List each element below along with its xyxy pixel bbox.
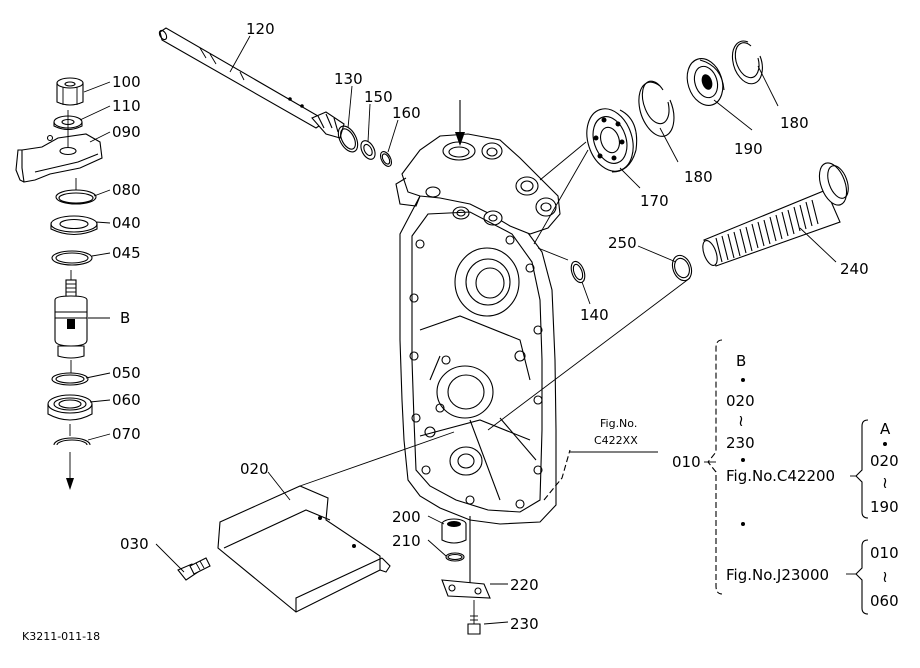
- part-040-ring-drawing: [50, 215, 98, 236]
- callout-240: 240: [840, 260, 869, 278]
- callout-b: B: [120, 309, 130, 327]
- callout-210: 210: [392, 532, 421, 550]
- drawing-code: K3211-011-18: [22, 630, 100, 643]
- part-020-cover-drawing: [217, 485, 391, 613]
- callout-160: 160: [392, 104, 421, 122]
- part-150-washer-drawing: [360, 140, 376, 160]
- dashed-leader-c422xx: [543, 449, 571, 501]
- callout-190: 190: [734, 140, 763, 158]
- fig-ref-line1: Fig.No.: [600, 417, 637, 430]
- callout-170: 170: [640, 192, 669, 210]
- callout-220: 220: [510, 576, 539, 594]
- callout-100: 100: [112, 73, 141, 91]
- callout-labels: 100 110 090 080 040 045 B 050 060 070 12…: [112, 20, 869, 633]
- legend-a-tilde: ≀: [882, 473, 888, 492]
- callout-040: 040: [112, 214, 141, 232]
- legend-j-from: 010: [870, 544, 899, 562]
- legend-fig1: Fig.No.C42200: [726, 467, 835, 485]
- legend-a-to: 190: [870, 498, 899, 516]
- callout-030: 030: [120, 535, 149, 553]
- legend-fig2: Fig.No.J23000: [726, 566, 829, 584]
- part-210-o-ring-drawing: [445, 552, 465, 562]
- legend-root-010: 010: [672, 453, 701, 471]
- fig-reference-c422xx: Fig.No. C422XX: [594, 417, 638, 447]
- callout-020: 020: [240, 460, 269, 478]
- callout-140: 140: [580, 306, 609, 324]
- legend-j-to: 060: [870, 592, 899, 610]
- callout-050: 050: [112, 364, 141, 382]
- fig-ref-line2: C422XX: [594, 434, 638, 447]
- part-190-seal-drawing: [686, 58, 725, 106]
- legend-j-tilde: ≀: [882, 567, 888, 586]
- transmission-housing-drawing: [395, 100, 561, 590]
- callout-120: 120: [246, 20, 275, 38]
- callout-060: 060: [112, 391, 141, 409]
- part-030-bolt-drawing: [177, 557, 211, 581]
- part-060-bearing-drawing: [47, 394, 93, 421]
- legend-b-tilde: ≀: [738, 411, 744, 430]
- part-130-snap-ring-drawing: [337, 125, 359, 153]
- part-080-snap-ring-drawing: [55, 178, 97, 205]
- part-200-plug-drawing: [441, 518, 467, 544]
- assembly-legend: 010 B 020 ≀ 230 Fig.No.C42200 A 020 ≀ 19…: [672, 352, 899, 610]
- part-b-valve-drawing: [54, 270, 88, 359]
- part-045-o-ring-drawing: [51, 250, 93, 266]
- callout-080: 080: [112, 181, 141, 199]
- legend-brackets: [570, 339, 887, 615]
- callout-180-upper: 180: [780, 114, 809, 132]
- part-140-snap-ring-drawing: [570, 260, 586, 284]
- callout-130: 130: [334, 70, 363, 88]
- legend-b-from: 020: [726, 392, 755, 410]
- part-120-shaft-drawing: [158, 27, 345, 139]
- part-070-snap-ring-drawing: [53, 424, 91, 490]
- part-090-lever-drawing: [15, 110, 103, 183]
- part-180-snap-ring-lower-drawing: [638, 80, 675, 137]
- part-160-o-ring-drawing: [379, 151, 393, 167]
- part-100-nut-drawing: [56, 77, 84, 106]
- part-240-threaded-pipe-drawing: [702, 162, 849, 267]
- part-180-snap-ring-upper-drawing: [731, 40, 763, 85]
- part-250-o-ring-drawing: [671, 254, 693, 282]
- part-230-bolt-drawing: [467, 600, 481, 635]
- callout-090: 090: [112, 123, 141, 141]
- left-part-stack: [15, 77, 103, 490]
- part-220-plate-drawing: [441, 579, 491, 599]
- leader-lines: [79, 35, 837, 625]
- legend-a-label: A: [880, 420, 891, 438]
- callout-200: 200: [392, 508, 421, 526]
- callout-110: 110: [112, 97, 141, 115]
- legend-b-to: 230: [726, 434, 755, 452]
- part-170-bearing-drawing: [586, 108, 638, 173]
- callout-070: 070: [112, 425, 141, 443]
- legend-b-label: B: [736, 352, 746, 370]
- part-050-o-ring-drawing: [51, 360, 89, 386]
- callout-180-lower: 180: [684, 168, 713, 186]
- callout-250: 250: [608, 234, 637, 252]
- callout-045: 045: [112, 244, 141, 262]
- callout-230: 230: [510, 615, 539, 633]
- callout-150: 150: [364, 88, 393, 106]
- legend-a-from: 020: [870, 452, 899, 470]
